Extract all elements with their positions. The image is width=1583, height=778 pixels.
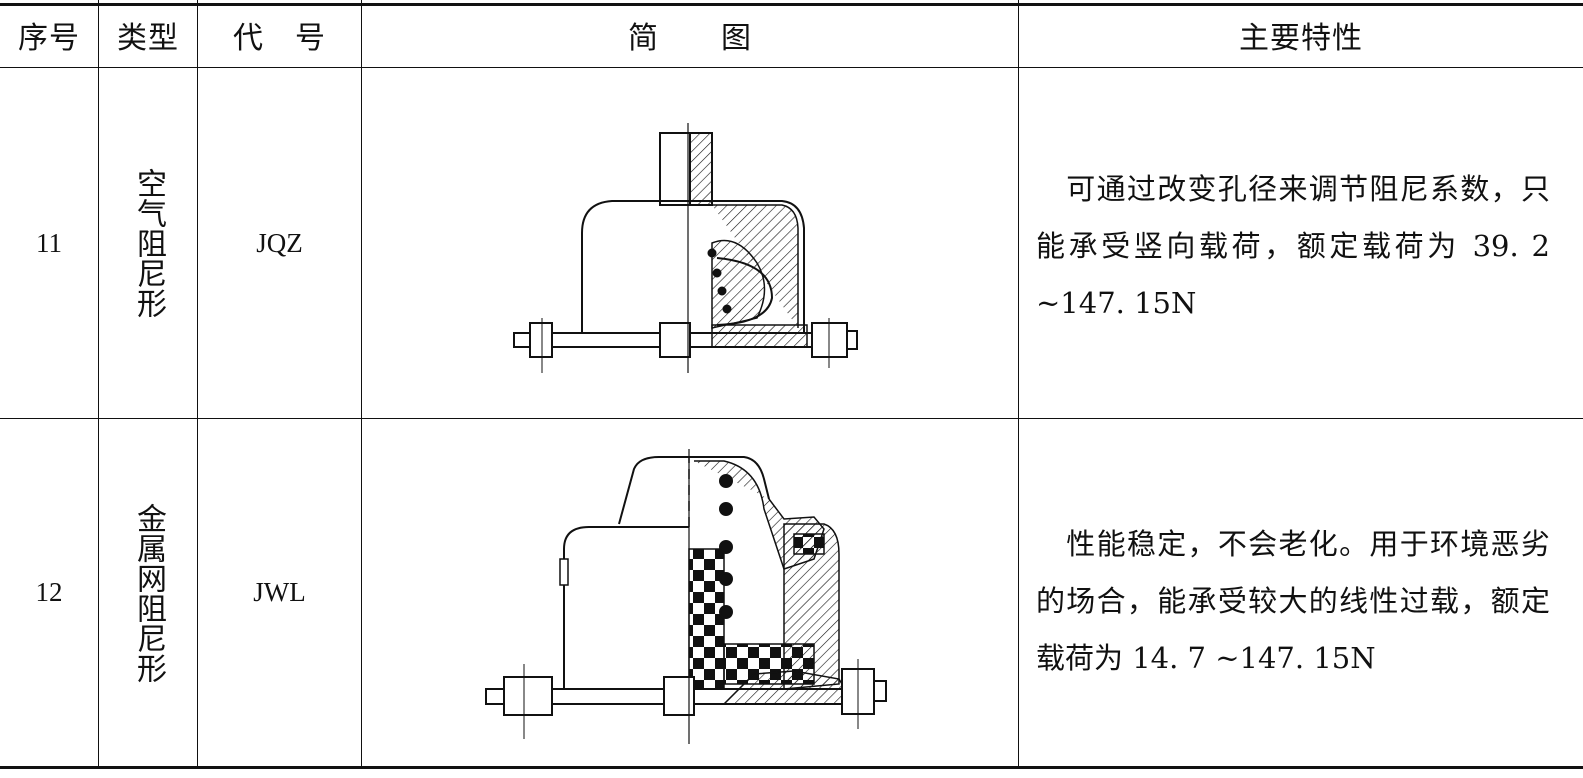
row-type: 金属网阻尼形 xyxy=(99,419,197,766)
row-features: 性能稳定，不会老化。用于环境恶劣的场合，能承受较大的线性过载，额定载荷为 14.… xyxy=(1036,527,1550,675)
wire-mesh-damper-sketch xyxy=(485,449,887,744)
col-divider xyxy=(98,0,99,769)
row-sketch xyxy=(362,68,1018,418)
header-sketch: 简 图 xyxy=(628,21,752,56)
type-label: 金属网阻尼形 xyxy=(131,502,166,683)
header-features: 主要特性 xyxy=(1239,21,1363,56)
header-code: 代 号 xyxy=(233,21,326,56)
row-sketch xyxy=(362,419,1018,766)
header-seq: 序号 xyxy=(18,21,80,56)
col-divider xyxy=(361,0,362,769)
row-seq: 12 xyxy=(35,577,63,607)
row-code: JWL xyxy=(253,577,306,607)
row-type: 空气阻尼形 xyxy=(99,68,197,418)
row-features: 可通过改变孔径来调节阻尼系数，只能承受竖向载荷，额定载荷为 39. 2 ~147… xyxy=(1036,172,1550,320)
col-divider xyxy=(1018,0,1019,769)
header-type: 类型 xyxy=(117,21,179,56)
row-code: JQZ xyxy=(256,227,303,258)
col-divider xyxy=(197,0,198,769)
table-bottom-rule xyxy=(0,766,1583,769)
row-seq: 11 xyxy=(36,227,62,258)
row-divider xyxy=(0,418,1583,419)
header-bottom-rule xyxy=(0,67,1583,68)
air-damper-sketch xyxy=(513,123,858,373)
type-label: 空气阻尼形 xyxy=(131,168,166,318)
table-top-rule xyxy=(0,3,1583,6)
